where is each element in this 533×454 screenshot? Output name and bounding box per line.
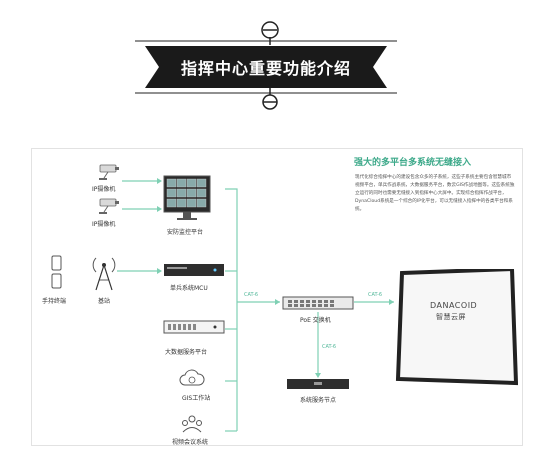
connection-lines	[117, 178, 394, 432]
mobile-phone-icon	[51, 255, 62, 289]
ip-camera-icon	[99, 164, 119, 180]
video-conference-icon	[182, 415, 202, 433]
gis-cloud-icon	[179, 369, 205, 386]
diagram-description: 现代化综合指挥中心的建设包含众多的子系统，这些子系统主要包含智慧城市视频平台，单…	[355, 175, 515, 212]
title-banner: 指挥中心重要功能介绍	[135, 40, 397, 94]
diagram-headline: 强大的多平台多系统无缝接入	[354, 158, 472, 168]
cable-label-left: CAT-6	[244, 292, 259, 298]
video-wall-icon	[163, 175, 211, 220]
gis-label: GIS工作站	[182, 395, 211, 402]
screen-brand: DANACOID	[430, 301, 478, 310]
base-station-label: 基站	[98, 298, 111, 305]
monitor-platform-label: 安防监控平台	[167, 229, 204, 236]
phone-label: 手持终端	[42, 298, 67, 305]
poe-switch-icon	[282, 296, 354, 310]
camera-1-label: IP摄像机	[92, 186, 116, 193]
poe-switch-label: PoE 交换机	[300, 317, 331, 324]
bigdata-label: 大数据服务平台	[165, 349, 208, 356]
display-screen-icon	[395, 269, 518, 386]
cable-label-down: CAT-6	[322, 344, 337, 350]
video-conf-label: 视频会议系统	[172, 439, 209, 446]
page-title: 指挥中心重要功能介绍	[180, 59, 351, 78]
cable-label-right: CAT-6	[368, 292, 383, 298]
ip-camera-icon	[99, 198, 119, 214]
cell-tower-icon	[92, 257, 116, 291]
service-node-icon	[287, 379, 349, 389]
service-node-label: 系统服务节点	[300, 397, 337, 404]
mcu-label: 单兵系统MCU	[170, 285, 208, 292]
screen-subtitle: 智慧云屏	[436, 313, 466, 321]
server-icon	[163, 320, 225, 334]
network-diagram: IP摄像机 IP摄像机 安防监控平台 手持终端 基站	[31, 148, 523, 446]
bottom-ornament-icon	[255, 88, 285, 118]
camera-2-label: IP摄像机	[92, 221, 116, 228]
mcu-device-icon	[164, 264, 224, 276]
top-ornament-icon	[255, 15, 285, 45]
